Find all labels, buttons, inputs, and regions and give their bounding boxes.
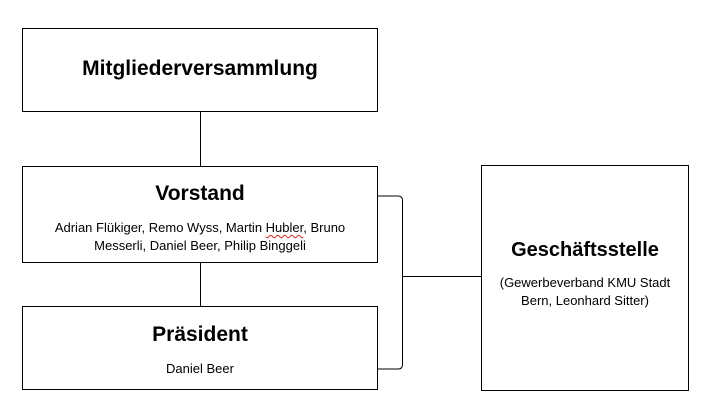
- box-geschaeftsstelle: Geschäftsstelle (Gewerbeverband KMU Stad…: [481, 165, 689, 391]
- title-geschaeftsstelle: Geschäftsstelle: [511, 239, 659, 261]
- title-vorstand: Vorstand: [155, 182, 245, 205]
- box-vorstand: Vorstand Adrian Flükiger, Remo Wyss, Mar…: [22, 166, 378, 263]
- spellcheck-flagged-word: Hubler: [265, 220, 304, 235]
- vorstand-members-part2: , Bruno Messerli, Daniel Beer, Philip Bi…: [94, 220, 346, 253]
- geschaeftsstelle-details: (Gewerbeverband KMU Stadt Bern, Leonhard…: [499, 275, 671, 308]
- vorstand-members-part1: Adrian Flükiger, Remo Wyss, Martin: [54, 220, 266, 235]
- title-mitgliederversammlung: Mitgliederversammlung: [82, 57, 318, 80]
- praesident-name: Daniel Beer: [166, 361, 234, 376]
- vorstand-members: Adrian Flükiger, Remo Wyss, Martin Huble…: [37, 219, 363, 255]
- title-praesident: Präsident: [152, 323, 248, 346]
- bracket-vorstand-praesident: [378, 195, 403, 370]
- box-praesident: Präsident Daniel Beer: [22, 306, 378, 390]
- box-mitgliederversammlung: Mitgliederversammlung: [22, 28, 378, 112]
